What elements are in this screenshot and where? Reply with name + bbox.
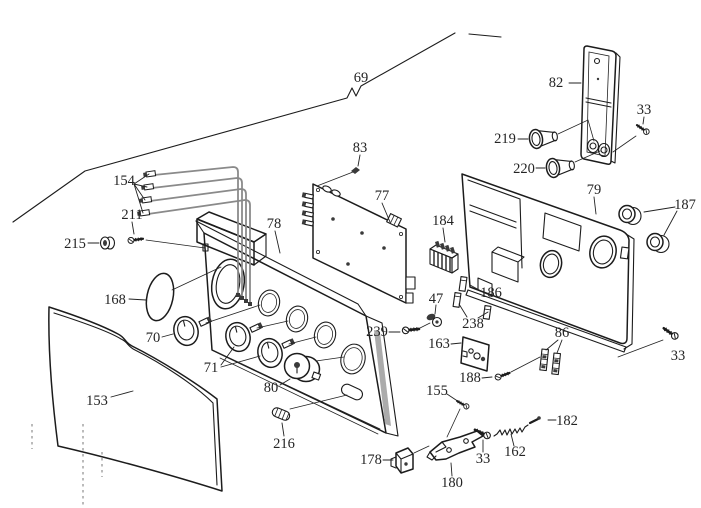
part-label-162: 162 xyxy=(504,444,526,460)
part-label-47: 47 xyxy=(429,291,444,307)
part-70-knob xyxy=(173,304,261,347)
leader-lines xyxy=(87,82,678,477)
wire-end-connectors xyxy=(236,293,252,306)
part-label-211: 211 xyxy=(121,207,142,223)
part-label-186: 186 xyxy=(480,285,502,301)
switch-terminals xyxy=(435,240,456,254)
part-label-168: 168 xyxy=(104,292,126,308)
part-239-screw xyxy=(400,322,431,336)
part-47-cam xyxy=(426,313,443,328)
pcb-terminal-pins xyxy=(301,192,314,227)
part-182-pin xyxy=(528,416,541,425)
part-186-spacer xyxy=(458,276,468,292)
part-71-knob-b xyxy=(257,336,317,369)
part-label-153: 153 xyxy=(86,393,108,409)
wire-terminals xyxy=(137,170,157,217)
part-79-rear-panel xyxy=(461,173,635,353)
part-33-screw-right xyxy=(617,324,681,358)
part-184-switch xyxy=(429,240,459,274)
part-label-86: 86 xyxy=(555,325,570,341)
part-216-button xyxy=(271,394,348,421)
part-168-lens xyxy=(145,266,222,322)
part-71-knob-a xyxy=(225,320,289,353)
part-label-187: 187 xyxy=(674,197,696,213)
part-82-bracket xyxy=(580,45,621,165)
part-188-screw xyxy=(493,356,541,383)
part-label-239: 239 xyxy=(366,324,388,340)
part-label-69: 69 xyxy=(354,70,369,86)
part-155-screw xyxy=(446,397,472,438)
part-label-215: 215 xyxy=(64,236,86,252)
part-label-33: 33 xyxy=(637,102,652,118)
part-33-screw-top xyxy=(612,121,652,153)
part-label-80: 80 xyxy=(264,380,279,396)
part-label-33: 33 xyxy=(671,348,686,364)
part-label-219: 219 xyxy=(494,131,516,147)
part-label-216: 216 xyxy=(273,436,295,452)
part-187-knob-b xyxy=(646,232,670,254)
part-83-screw xyxy=(316,167,360,187)
part-label-163: 163 xyxy=(428,336,450,352)
part-labels: 69 82 33 219 220 79 187 83 77 184 154 211 215 78 168 70… xyxy=(64,70,696,491)
part-215-cap xyxy=(99,236,116,250)
part-178-bracket xyxy=(390,445,430,474)
part-77-pcb xyxy=(301,183,416,304)
part-78-control-panel xyxy=(195,211,399,437)
part-187-knob-a xyxy=(618,204,642,226)
part-69-chassis-outline xyxy=(12,32,502,223)
part-label-78: 78 xyxy=(267,216,282,232)
part-86-contact-b xyxy=(551,352,562,376)
part-211-screw xyxy=(126,234,209,252)
part-label-178: 178 xyxy=(360,452,382,468)
part-180-latch-bracket xyxy=(426,430,484,461)
part-154-wire-harness xyxy=(137,166,252,306)
part-86-contact-a xyxy=(539,348,550,372)
part-label-188: 188 xyxy=(459,370,481,386)
part-153-front-panel xyxy=(31,306,223,507)
part-label-154: 154 xyxy=(113,173,136,189)
part-162-spring xyxy=(493,424,529,437)
part-label-71: 71 xyxy=(204,360,219,376)
part-label-220: 220 xyxy=(513,161,535,177)
part-label-77: 77 xyxy=(375,188,390,204)
part-label-184: 184 xyxy=(432,213,455,229)
part-label-70: 70 xyxy=(146,330,161,346)
part-label-182: 182 xyxy=(556,413,578,429)
part-label-79: 79 xyxy=(587,182,602,198)
part-163-plate xyxy=(460,336,490,372)
part-220-lens-cone xyxy=(545,150,601,179)
part-label-82: 82 xyxy=(549,75,564,91)
part-label-238: 238 xyxy=(462,316,484,332)
part-label-33: 33 xyxy=(476,451,491,467)
part-label-180: 180 xyxy=(441,475,463,491)
part-label-83: 83 xyxy=(353,140,368,156)
part-80-timer-knob xyxy=(283,352,345,383)
part-label-155: 155 xyxy=(426,383,448,399)
part-219-lens-cone xyxy=(528,119,595,150)
oval-slot xyxy=(340,383,364,401)
pcb-connector xyxy=(386,213,402,228)
